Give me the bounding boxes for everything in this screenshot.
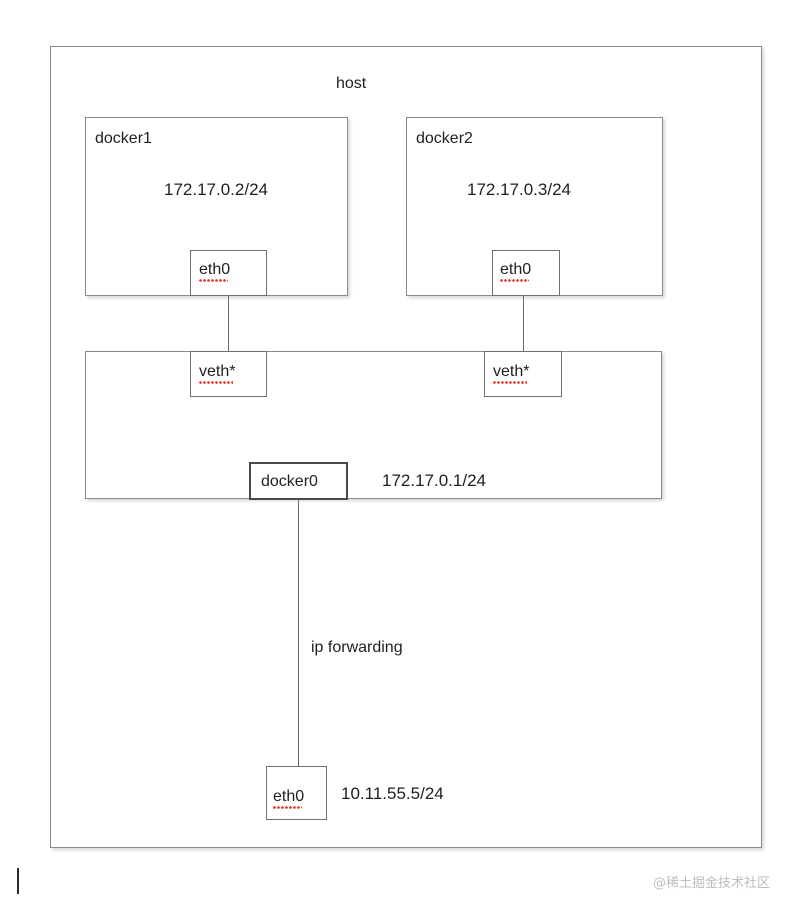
spellcheck-underline-icon: eth0 — [199, 261, 231, 282]
veth-label-2: veth* — [493, 363, 530, 384]
spellcheck-underline-icon: veth* — [199, 363, 236, 384]
veth-label-1: veth* — [199, 363, 236, 384]
bridge-ip-label: 172.17.0.1/24 — [382, 471, 486, 490]
spellcheck-underline-icon: eth0 — [273, 788, 305, 809]
container-name-docker1: docker1 — [95, 130, 152, 147]
text-caret-artifact — [17, 868, 19, 894]
veth-box-1 — [190, 351, 267, 397]
container-eth0-label-docker2: eth0 — [500, 261, 532, 282]
bridge-namespace-box — [85, 351, 662, 499]
host-eth0-label: eth0 — [273, 788, 305, 809]
bridge-device-label-docker0: docker0 — [261, 473, 318, 490]
spellcheck-underline-icon: eth0 — [500, 261, 532, 282]
connector-eth0-to-veth-right — [523, 296, 524, 352]
container-ip-docker1: 172.17.0.2/24 — [164, 180, 268, 199]
host-eth0-ip-label: 10.11.55.5/24 — [341, 784, 444, 803]
watermark-label: @稀土掘金技术社区 — [653, 876, 771, 891]
connector-docker0-to-uplink-eth0 — [298, 499, 299, 767]
spellcheck-underline-icon: veth* — [493, 363, 530, 384]
host-eth0-box — [266, 766, 327, 820]
container-eth0-box-docker2 — [492, 250, 560, 296]
host-label: host — [336, 75, 367, 92]
ip-forwarding-annotation: ip forwarding — [311, 639, 403, 656]
bridge-device-box-docker0 — [249, 462, 348, 500]
container-ip-docker2: 172.17.0.3/24 — [467, 180, 571, 199]
veth-box-2 — [484, 351, 562, 397]
container-name-docker2: docker2 — [416, 130, 473, 147]
connector-eth0-to-veth-left — [228, 296, 229, 352]
container-eth0-label-docker1: eth0 — [199, 261, 231, 282]
container-eth0-box-docker1 — [190, 250, 267, 296]
